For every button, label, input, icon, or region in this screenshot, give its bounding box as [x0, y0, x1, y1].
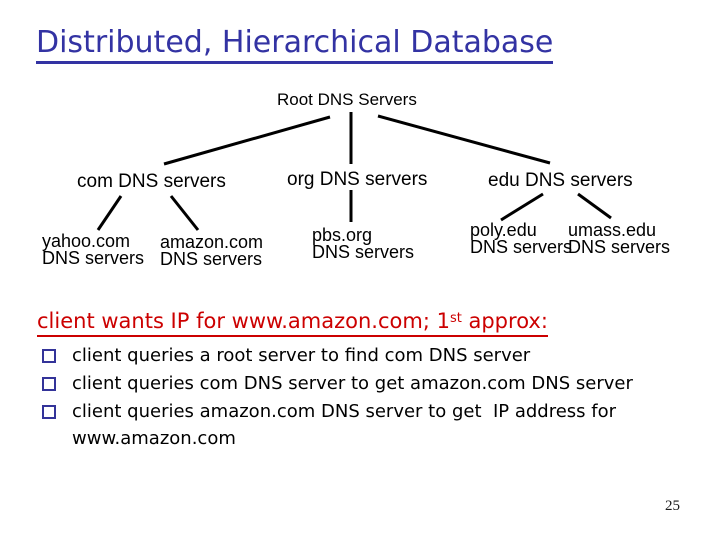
- bullet-item: client queries com DNS server to get ama…: [42, 370, 682, 397]
- tree-edge-com-amazon: [169, 195, 200, 231]
- square-bullet-icon: [42, 349, 56, 363]
- tree-edge-root-edu: [377, 114, 551, 165]
- square-bullet-icon: [42, 405, 56, 419]
- approx-heading: client wants IP for www.amazon.com; 1st …: [37, 306, 548, 337]
- tree-node-root: Root DNS Servers: [277, 90, 417, 109]
- tree-edge-edu-umass: [577, 192, 612, 220]
- bullet-text: client queries com DNS server to get ama…: [72, 373, 633, 394]
- approx-heading-post: approx:: [461, 309, 548, 333]
- tree-node-org: org DNS servers: [287, 169, 428, 190]
- approx-heading-pre: client wants IP for www.amazon.com; 1: [37, 309, 450, 333]
- tree-leaf-pbs: pbs.org DNS servers: [312, 225, 415, 262]
- tree-leaf-umass-line2: DNS servers: [568, 237, 671, 257]
- tree-leaf-poly-line2: DNS servers: [470, 237, 573, 257]
- tree-leaf-amazon-line2: DNS servers: [160, 249, 263, 269]
- bullet-text: client queries amazon.com DNS server to …: [72, 401, 617, 449]
- tree-edge-root-com: [163, 115, 331, 166]
- bullet-item: client queries amazon.com DNS server to …: [42, 398, 682, 452]
- tree-leaf-poly-line1: poly.edu: [470, 220, 537, 240]
- tree-edge-edu-poly: [500, 192, 544, 222]
- tree-leaf-yahoo-line2: DNS servers: [42, 248, 145, 268]
- tree-leaf-umass-line1: umass.edu: [568, 220, 657, 240]
- tree-leaf-poly: poly.edu DNS servers: [470, 220, 573, 257]
- page-number: 25: [665, 498, 680, 514]
- tree-leaf-amazon-line1: amazon.com: [160, 232, 264, 252]
- tree-leaf-pbs-line2: DNS servers: [312, 242, 415, 262]
- bullet-item: client queries a root server to find com…: [42, 342, 682, 369]
- tree-leaf-umass: umass.edu DNS servers: [568, 220, 671, 257]
- tree-leaf-yahoo: yahoo.com DNS servers: [42, 231, 145, 268]
- tree-node-edu: edu DNS servers: [488, 170, 633, 191]
- tree-leaf-pbs-line1: pbs.org: [312, 225, 373, 245]
- bullet-text: client queries a root server to find com…: [72, 345, 531, 366]
- square-bullet-icon: [42, 377, 56, 391]
- tree-node-com: com DNS servers: [77, 171, 226, 192]
- approx-heading-superscript: st: [449, 311, 462, 326]
- tree-leaf-yahoo-line1: yahoo.com: [42, 231, 131, 251]
- tree-edge-com-yahoo: [96, 195, 123, 231]
- tree-leaf-amazon: amazon.com DNS servers: [160, 232, 264, 269]
- slide-title: Distributed, Hierarchical Database: [36, 26, 554, 64]
